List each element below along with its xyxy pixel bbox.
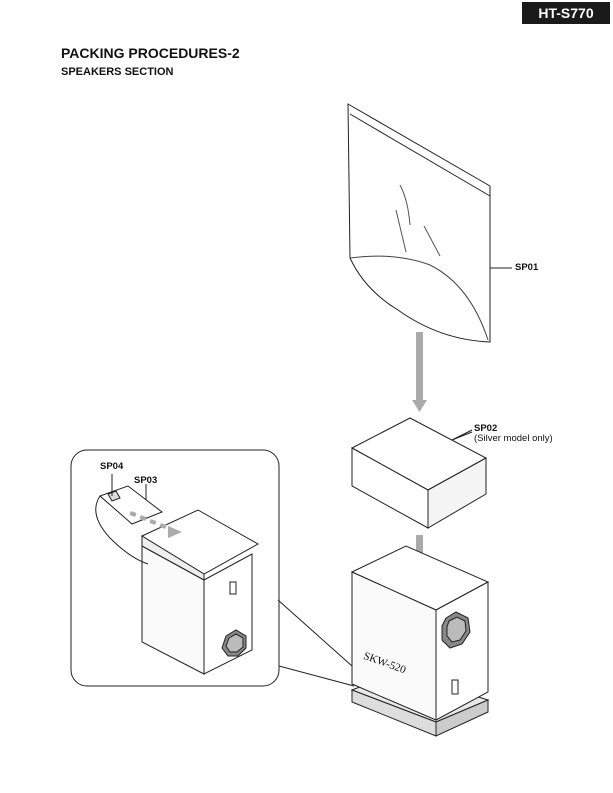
arrow-inset-dashed (129, 511, 182, 538)
label-sp03: SP03 (134, 475, 158, 486)
sheets-sp03-sp04 (95, 474, 164, 565)
detail-inset-frame (70, 449, 280, 687)
label-sp02: SP02 (474, 423, 498, 434)
section-title: SPEAKERS SECTION (61, 66, 174, 78)
plastic-bag-sp01 (347, 103, 512, 343)
arrow-bag-to-cover (412, 332, 427, 412)
label-sp02-note: (Silver model only) (474, 433, 553, 444)
subwoofer-main (350, 545, 490, 737)
label-sp04: SP04 (100, 461, 124, 472)
label-sp01: SP01 (515, 262, 539, 273)
model-badge: HT-S770 (522, 2, 610, 24)
cover-sp02 (350, 417, 488, 529)
callout-lines (277, 599, 355, 687)
subwoofer-inset (140, 509, 260, 675)
page-title: PACKING PROCEDURES-2 (61, 45, 240, 61)
